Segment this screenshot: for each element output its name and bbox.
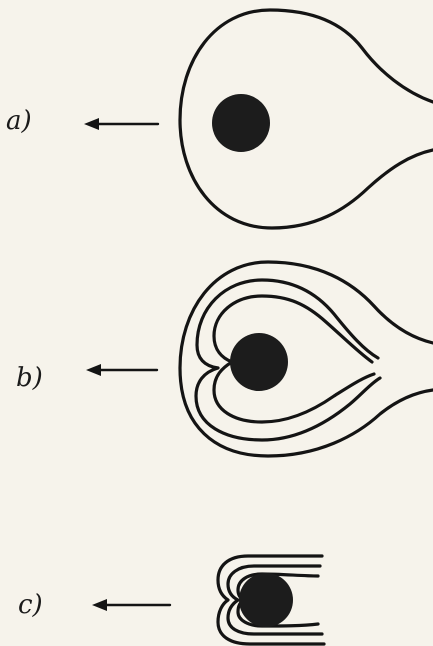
panel-c: c) (18, 556, 324, 644)
panel-b-label: b) (16, 363, 43, 393)
panel-c-arrow (92, 599, 170, 611)
panel-c-sphere (239, 573, 293, 627)
panel-a-arrow-head (84, 118, 99, 130)
panel-c-arrow-head (92, 599, 107, 611)
panel-a-arrow (84, 118, 158, 130)
panel-b-arrow-head (86, 364, 101, 376)
panel-a: a) (6, 10, 433, 228)
panel-a-label: a) (6, 106, 32, 136)
panel-b-middle-contour (196, 280, 380, 440)
panel-b: b) (16, 262, 433, 456)
panel-b-sphere (230, 333, 288, 391)
panel-a-sphere (212, 94, 270, 152)
panel-c-label: c) (18, 590, 43, 620)
panel-b-arrow (86, 364, 157, 376)
